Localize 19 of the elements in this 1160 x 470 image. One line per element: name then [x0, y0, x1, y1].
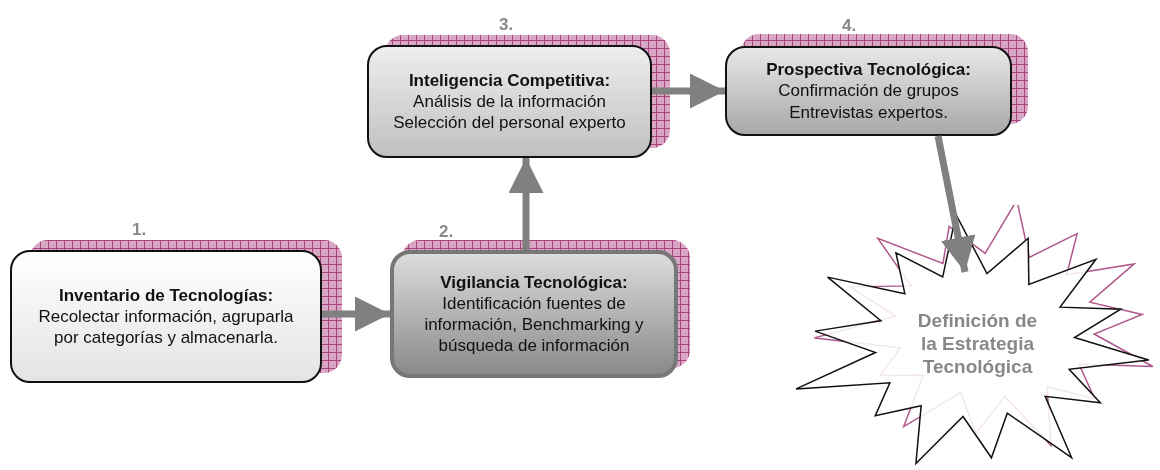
arrow: [508, 158, 544, 250]
box-text: Análisis de la información: [413, 90, 606, 113]
starburst-label: Definición de la Estrategia Tecnológica: [916, 310, 1039, 379]
step-number: 3.: [499, 14, 514, 36]
box-text: Recolectar información, agruparla por categorías y almacenarla.: [37, 305, 295, 349]
arrow: [322, 296, 390, 332]
box-heading: Inteligencia Competitiva:: [408, 69, 611, 91]
step-number: 2.: [439, 221, 454, 243]
box-heading: Inventario de Tecnologías:: [58, 284, 274, 306]
box-text: Confirmación de grupos: [778, 80, 959, 102]
box-text: Identificación fuentes de información, Benchmarking y búsqueda de información: [423, 292, 645, 357]
arrow: [652, 73, 725, 109]
step-number: 4.: [842, 15, 857, 37]
box-text: Selección del personal experto: [393, 112, 626, 134]
step-number: 1.: [132, 219, 147, 241]
box-heading: Prospectiva Tecnológica:: [766, 59, 971, 81]
box-text: Entrevistas expertos.: [789, 101, 948, 123]
box-heading: Vigilancia Tecnológica:: [440, 271, 628, 293]
arrow: [934, 135, 976, 273]
